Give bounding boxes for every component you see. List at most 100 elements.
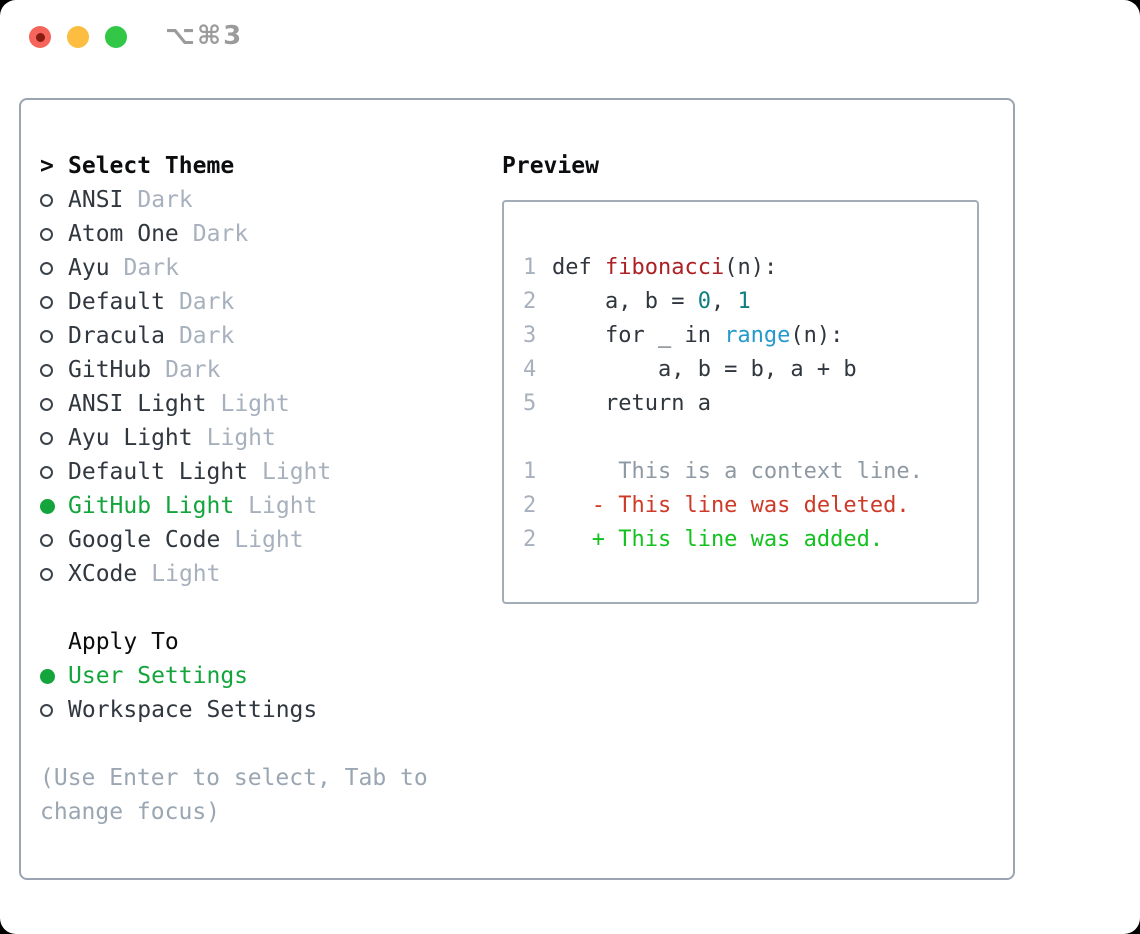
theme-variant-tag: Light bbox=[220, 391, 290, 417]
preview-header: Preview bbox=[502, 149, 1013, 183]
code-token: range bbox=[724, 323, 791, 348]
code-token: return a bbox=[552, 391, 711, 416]
code-token: (n): bbox=[724, 255, 778, 280]
theme-name: ANSI bbox=[68, 187, 124, 213]
code-token: 1 bbox=[737, 289, 751, 314]
radio-icon bbox=[40, 431, 68, 445]
code-line: 2 - This line was deleted. bbox=[523, 489, 977, 523]
select-theme-header: > Select Theme bbox=[40, 149, 502, 183]
code-token: - This line was deleted. bbox=[552, 493, 910, 518]
hint-text: (Use Enter to select, Tab to change focu… bbox=[40, 765, 428, 825]
radio-icon bbox=[40, 261, 68, 275]
line-number: 3 bbox=[523, 323, 537, 348]
line-number: 1 bbox=[523, 459, 537, 484]
theme-name: GitHub bbox=[68, 357, 152, 383]
apply-option-user-settings[interactable]: User Settings bbox=[40, 659, 502, 693]
apply-option-label: User Settings bbox=[68, 663, 249, 689]
theme-option-atom-one[interactable]: Atom One Dark bbox=[40, 217, 502, 251]
theme-variant-tag: Dark bbox=[178, 323, 235, 349]
preview-title: Preview bbox=[502, 153, 599, 179]
theme-option-ansi-light[interactable]: ANSI Light Light bbox=[40, 387, 502, 421]
theme-variant-tag: Dark bbox=[137, 187, 193, 213]
theme-option-ayu[interactable]: Ayu Dark bbox=[40, 251, 502, 285]
line-number: 1 bbox=[523, 255, 537, 280]
theme-option-default-light[interactable]: Default Light Light bbox=[40, 455, 502, 489]
theme-option-xcode[interactable]: XCode Light bbox=[40, 557, 502, 591]
code-line: 3 for _ in range(n): bbox=[523, 319, 977, 353]
theme-name: XCode bbox=[68, 561, 138, 587]
theme-option-default[interactable]: Default Dark bbox=[40, 285, 502, 319]
code-token: , bbox=[710, 289, 738, 314]
theme-name: Default Light bbox=[68, 459, 249, 485]
line-number: 2 bbox=[523, 493, 537, 518]
theme-name: Dracula bbox=[68, 323, 165, 349]
code-line: 2 + This line was added. bbox=[523, 523, 977, 557]
radio-selected-icon bbox=[40, 668, 68, 684]
code-token: a, b = b, a + b bbox=[552, 357, 857, 382]
apply-to-header: Apply To bbox=[40, 625, 502, 659]
zoom-button[interactable] bbox=[105, 26, 127, 48]
radio-icon bbox=[40, 295, 68, 309]
theme-variant-tag: Light bbox=[234, 527, 304, 553]
apply-option-label: Workspace Settings bbox=[68, 697, 318, 723]
theme-option-google-code[interactable]: Google Code Light bbox=[40, 523, 502, 557]
minimize-button[interactable] bbox=[67, 26, 89, 48]
radio-selected-icon bbox=[40, 498, 68, 514]
theme-option-ansi[interactable]: ANSI Dark bbox=[40, 183, 502, 217]
theme-name: ANSI Light bbox=[68, 391, 207, 417]
line-number: 2 bbox=[523, 527, 537, 552]
radio-icon bbox=[40, 533, 68, 547]
code-token: + This line was added. bbox=[552, 527, 884, 552]
code-token: fibonacci bbox=[604, 255, 725, 280]
theme-name: Ayu bbox=[68, 255, 110, 281]
code-token: a, b = bbox=[552, 289, 698, 314]
line-number bbox=[523, 421, 552, 455]
radio-icon bbox=[40, 227, 68, 241]
theme-name: Atom One bbox=[68, 221, 179, 247]
code-token: def bbox=[552, 255, 605, 280]
code-line bbox=[523, 421, 977, 455]
theme-option-ayu-light[interactable]: Ayu Light Light bbox=[40, 421, 502, 455]
theme-variant-tag: Dark bbox=[123, 255, 179, 281]
titlebar: ⌥⌘3 bbox=[0, 0, 1140, 98]
radio-icon bbox=[40, 329, 68, 343]
code-line: 2 a, b = 0, 1 bbox=[523, 285, 977, 319]
theme-name: Default bbox=[68, 289, 165, 315]
theme-variant-tag: Light bbox=[151, 561, 221, 587]
apply-to-title: Apply To bbox=[68, 629, 179, 655]
radio-icon bbox=[40, 193, 68, 207]
radio-icon bbox=[40, 397, 68, 411]
line-number: 5 bbox=[523, 391, 537, 416]
theme-variant-tag: Light bbox=[262, 459, 332, 485]
theme-variant-tag: Dark bbox=[165, 357, 221, 383]
theme-name: Ayu Light bbox=[68, 425, 193, 451]
radio-icon bbox=[40, 703, 68, 717]
theme-option-github[interactable]: GitHub Dark bbox=[40, 353, 502, 387]
radio-icon bbox=[40, 465, 68, 479]
select-theme-title: Select Theme bbox=[68, 153, 235, 179]
theme-variant-tag: Light bbox=[206, 425, 276, 451]
line-number: 4 bbox=[523, 357, 537, 382]
code-token: (n): bbox=[790, 323, 844, 348]
apply-option-workspace-settings[interactable]: Workspace Settings bbox=[40, 693, 502, 727]
code-token: This is a context line. bbox=[552, 459, 923, 484]
close-button[interactable] bbox=[29, 26, 51, 48]
theme-name: Google Code bbox=[68, 527, 221, 553]
radio-icon bbox=[40, 363, 68, 377]
radio-icon bbox=[40, 567, 68, 581]
theme-variant-tag: Dark bbox=[192, 221, 249, 247]
code-line: 1 This is a context line. bbox=[523, 455, 977, 489]
code-line: 4 a, b = b, a + b bbox=[523, 353, 977, 387]
theme-variant-tag: Dark bbox=[178, 289, 235, 315]
theme-name: GitHub Light bbox=[68, 493, 235, 519]
theme-option-dracula[interactable]: Dracula Dark bbox=[40, 319, 502, 353]
code-token: 0 bbox=[697, 289, 711, 314]
code-line: 1 def fibonacci(n): bbox=[523, 251, 977, 285]
